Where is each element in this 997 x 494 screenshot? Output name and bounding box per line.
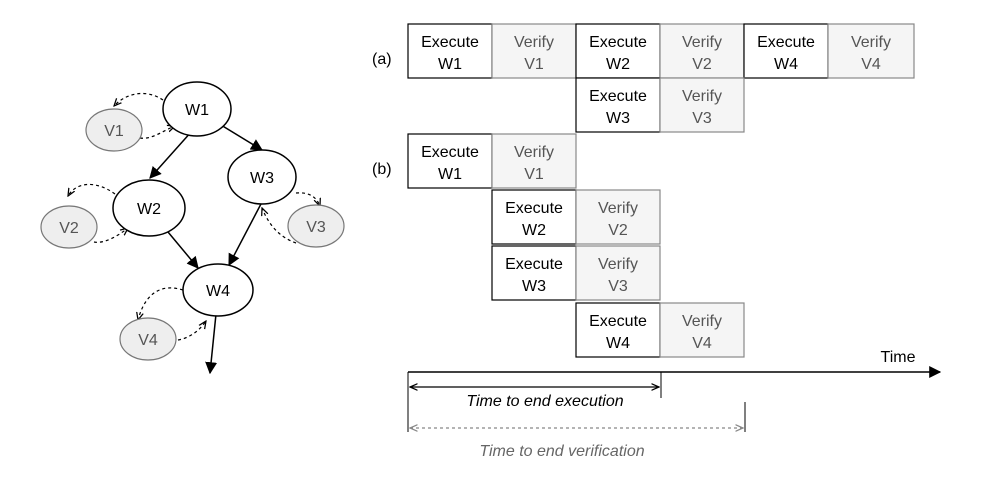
block-a-execute-w4: Execute W4 <box>743 23 829 79</box>
verify-loop-w4-v4 <box>138 287 184 320</box>
block-a-verify-v2-line2: V2 <box>692 56 712 73</box>
block-b-execute-w2-line2: W2 <box>522 222 546 239</box>
verify-loop-v4-w4 <box>177 321 206 341</box>
node-v3-label: V3 <box>306 219 326 236</box>
block-b-execute-w4-line1: Execute <box>589 313 647 330</box>
block-a-verify-v1: Verify V1 <box>491 23 577 79</box>
block-a-execute-w1-line1: Execute <box>421 34 479 51</box>
block-a-execute-w3: Execute W3 <box>575 77 661 133</box>
block-a-execute-w2-line2: W2 <box>606 56 630 73</box>
verify-loop-w1-v1 <box>114 92 164 106</box>
block-b-verify-v3: Verify V3 <box>575 245 661 301</box>
node-w4 <box>182 263 254 317</box>
verify-loop-w3-v3 <box>295 192 320 206</box>
block-b-verify-v4-line2: V4 <box>692 335 712 352</box>
block-a-verify-v3-line2: V3 <box>692 110 712 127</box>
scenario-a-label: (a) <box>372 51 392 68</box>
time-axis-label: Time <box>881 349 916 366</box>
block-a-execute-w3-line1: Execute <box>589 88 647 105</box>
block-b-execute-w1: Execute W1 <box>407 133 493 189</box>
block-b-verify-v2-line2: V2 <box>608 222 628 239</box>
edge-w1-w2 <box>149 130 193 179</box>
node-w2-label: W2 <box>137 201 161 218</box>
block-a-verify-v4-line2: V4 <box>861 56 881 73</box>
edge-w3-w4 <box>228 201 263 267</box>
block-a-verify-v3: Verify V3 <box>659 77 745 133</box>
block-a-execute-w4-line2: W4 <box>774 56 798 73</box>
node-w1-label: W1 <box>185 102 209 119</box>
end-execution-span: Time to end execution <box>410 372 662 410</box>
node-w3 <box>227 149 297 205</box>
block-b-execute-w3-line1: Execute <box>505 256 563 273</box>
block-b-verify-v1-line2: V1 <box>524 166 544 183</box>
node-v2 <box>40 205 98 249</box>
block-a-execute-w3-line2: W3 <box>606 110 630 127</box>
block-b-verify-v4-line1: Verify <box>682 313 722 330</box>
edge-w1-w3 <box>220 124 264 151</box>
node-v1-label: V1 <box>104 123 124 140</box>
timeline-scenario-a: (a) Execute W1 Verify V1 Execute W2 Veri… <box>372 23 915 133</box>
block-b-execute-w2-line1: Execute <box>505 200 563 217</box>
block-b-verify-v1: Verify V1 <box>491 133 577 189</box>
block-a-verify-v3-line1: Verify <box>682 88 722 105</box>
node-v4 <box>119 317 177 361</box>
block-a-execute-w2: Execute W2 <box>575 23 661 79</box>
node-v3 <box>287 204 345 248</box>
node-v4-label: V4 <box>138 332 158 349</box>
verify-loop-v2-w2 <box>93 228 128 243</box>
dependency-graph: W1 W2 W3 W4 V1 V2 V3 V4 <box>40 81 345 375</box>
verify-loop-v1-w1 <box>139 126 175 139</box>
block-a-execute-w1-line2: W1 <box>438 56 462 73</box>
block-b-verify-v3-line2: V3 <box>608 278 628 295</box>
block-b-verify-v2-line1: Verify <box>598 200 638 217</box>
block-a-verify-v1-line1: Verify <box>514 34 554 51</box>
block-a-verify-v2: Verify V2 <box>659 23 745 79</box>
block-b-verify-v1-line1: Verify <box>514 144 554 161</box>
edge-w4-out <box>205 313 218 375</box>
node-w1 <box>162 81 232 137</box>
block-a-verify-v4-line1: Verify <box>851 34 891 51</box>
edge-w2-w4 <box>167 231 199 269</box>
block-b-execute-w1-line1: Execute <box>421 144 479 161</box>
node-w3-label: W3 <box>250 170 274 187</box>
block-a-verify-v1-line2: V1 <box>524 56 544 73</box>
block-b-execute-w4: Execute W4 <box>575 302 661 358</box>
verify-loop-w2-v2 <box>68 183 116 196</box>
time-axis: Time <box>407 349 942 432</box>
block-b-verify-v4: Verify V4 <box>659 302 745 358</box>
block-a-verify-v4: Verify V4 <box>827 23 915 79</box>
node-w2 <box>112 179 186 237</box>
timeline-scenario-b: (b) Execute W1 Verify V1 Execute W2 Veri… <box>372 133 745 358</box>
end-verification-span: Time to end verification <box>410 402 746 460</box>
block-a-execute-w4-line1: Execute <box>757 34 815 51</box>
end-execution-label: Time to end execution <box>466 393 623 410</box>
end-verification-label: Time to end verification <box>479 443 644 460</box>
node-v1 <box>85 108 143 152</box>
block-a-execute-w2-line1: Execute <box>589 34 647 51</box>
block-a-verify-v2-line1: Verify <box>682 34 722 51</box>
block-b-execute-w2: Execute W2 <box>491 189 577 245</box>
block-b-execute-w3: Execute W3 <box>491 245 577 301</box>
block-b-verify-v2: Verify V2 <box>575 189 661 245</box>
block-a-execute-w1: Execute W1 <box>407 23 493 79</box>
node-v2-label: V2 <box>59 220 79 237</box>
block-b-execute-w3-line2: W3 <box>522 278 546 295</box>
block-b-verify-v3-line1: Verify <box>598 256 638 273</box>
node-w4-label: W4 <box>206 283 230 300</box>
scenario-b-label: (b) <box>372 161 392 178</box>
block-b-execute-w4-line2: W4 <box>606 335 630 352</box>
block-b-execute-w1-line2: W1 <box>438 166 462 183</box>
